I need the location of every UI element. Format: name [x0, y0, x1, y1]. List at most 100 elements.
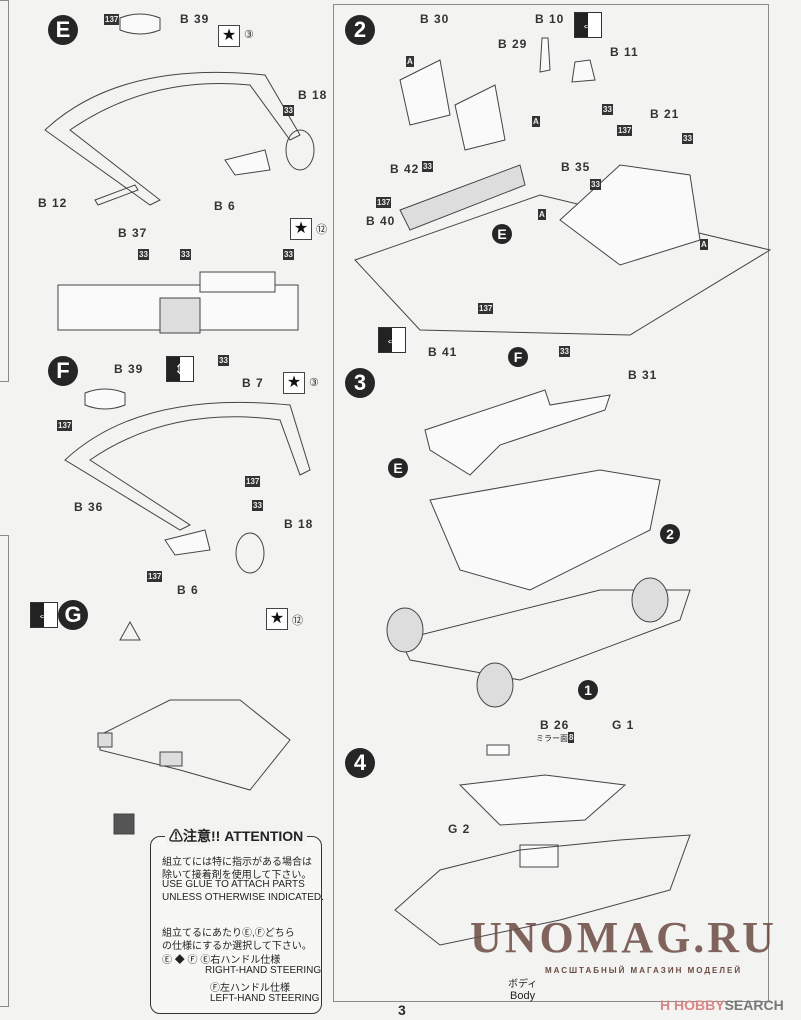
attention-line: LEFT-HAND STEERING	[210, 993, 320, 1004]
color-code: 137	[57, 420, 73, 431]
part-label-b31: B 31	[628, 368, 658, 382]
color-code: 33	[138, 249, 149, 260]
wheel-front2	[476, 662, 514, 708]
dash-center	[159, 297, 201, 334]
swap-icon: ⇔	[30, 602, 58, 628]
car-front-g	[99, 699, 291, 791]
star-icon: ★	[290, 218, 312, 240]
dashboard-e	[44, 71, 301, 206]
color-code: 33	[252, 500, 263, 511]
attention-line: 組立てには特に指示がある場合は	[162, 857, 312, 868]
body	[394, 834, 691, 946]
page-number: 3	[398, 1002, 406, 1018]
color-code: 137	[478, 303, 494, 314]
color-code: 33	[283, 249, 294, 260]
part-label-b39: B 39	[114, 362, 144, 376]
attention-title: ⚠注意!! ATTENTION	[165, 826, 308, 846]
marker-a: A	[532, 116, 540, 127]
seat-b29	[454, 84, 506, 151]
sunroof-g2	[519, 844, 559, 868]
star-icon: ★	[266, 608, 288, 630]
floor-b31	[354, 194, 772, 336]
color-code: 33	[590, 179, 601, 190]
part-label-b41: B 41	[428, 345, 458, 359]
wheel-rear	[631, 577, 669, 623]
swap-icon: ⇔	[378, 327, 406, 353]
step-badge-4: 4	[345, 748, 375, 778]
left-margin-box-bottom	[0, 535, 9, 1007]
attention-line: 除いて接着剤を使用して下さい。	[162, 870, 312, 881]
attention-line: の仕様にするか選択して下さい。	[162, 941, 312, 952]
part-label-b39: B 39	[180, 12, 210, 26]
color-code: 8	[568, 732, 575, 743]
b37-e	[94, 184, 139, 206]
source-badge: H	[660, 997, 671, 1013]
part-label-b6: B 6	[214, 199, 236, 213]
part-label-b29: B 29	[498, 37, 528, 51]
part-label-b6: B 6	[177, 583, 199, 597]
shifter-b10	[539, 37, 551, 73]
windshield-g1	[458, 774, 627, 826]
color-code: 33	[602, 104, 613, 115]
marker-f: F	[508, 347, 528, 367]
color-code: 33	[180, 249, 191, 260]
decal-ref: ⑫	[316, 224, 327, 236]
steering-wheel-f	[235, 532, 265, 574]
step-badge-e: E	[48, 15, 78, 45]
mirror-b26	[486, 744, 510, 756]
dashboard-f	[64, 401, 311, 531]
updown-icon: ⇕	[166, 356, 194, 382]
attention-line: USE GLUE TO ATTACH PARTS	[162, 879, 305, 890]
paint-icon	[113, 813, 135, 835]
color-code: 137	[245, 476, 261, 487]
b6-e	[224, 149, 271, 176]
part-label-b30: B 30	[420, 12, 450, 26]
warning-triangle	[119, 620, 141, 641]
part-label-b18: B 18	[298, 88, 328, 102]
left-margin-box-top	[0, 0, 9, 382]
dash-e-step3	[424, 389, 611, 476]
attention-line: RIGHT-HAND STEERING	[205, 965, 322, 976]
marker-e: E	[388, 458, 408, 478]
part-label-b42: B 42	[390, 162, 420, 176]
marker-e: E	[492, 224, 512, 244]
marker-a: A	[538, 209, 546, 220]
part-label-b35: B 35	[561, 160, 591, 174]
marker-2: 2	[660, 524, 680, 544]
color-code: 137	[376, 197, 392, 208]
color-code: 137	[617, 125, 633, 136]
decal-ref: ③	[309, 377, 319, 389]
part-label-b36: B 36	[74, 500, 104, 514]
part-label-b40: B 40	[366, 214, 396, 228]
color-code: 33	[283, 105, 294, 116]
source-logo: H HOBBYSEARCH	[660, 997, 784, 1013]
part-label-g2: G 2	[448, 822, 471, 836]
interior-step3	[429, 469, 661, 591]
source-name: HOBBY	[674, 997, 725, 1013]
hood-b39-f	[84, 388, 126, 410]
mirror-surface-label: ミラー面	[536, 734, 568, 743]
decal-ref: ⑫	[292, 615, 303, 627]
light-left	[97, 732, 113, 748]
shifter-b11	[571, 59, 596, 83]
part-label-g1: G 1	[612, 718, 635, 732]
hood-b39-e	[119, 13, 161, 35]
part-label-b12: B 12	[38, 196, 68, 210]
color-code: 33	[218, 355, 229, 366]
color-code: 137	[147, 571, 163, 582]
body-label-jp: ボディ	[508, 979, 538, 990]
step-badge-3: 3	[345, 368, 375, 398]
seat-b30	[399, 59, 451, 126]
dash-gauges	[199, 271, 276, 293]
body-label-en: Body	[510, 990, 536, 1002]
source-name-2: SEARCH	[724, 997, 784, 1013]
watermark-subtitle: МАСШТАБНЫЙ МАГАЗИН МОДЕЛЕЙ	[545, 966, 743, 975]
steering-wheel-e	[285, 129, 315, 171]
door-panel	[399, 164, 526, 231]
part-label-b11: B 11	[610, 45, 639, 59]
attention-line: 組立てるにあたりⒺ,Ⓕどちら	[162, 928, 295, 939]
rear-seat	[559, 164, 701, 266]
step-badge-f: F	[48, 356, 78, 386]
color-code: 33	[682, 133, 693, 144]
